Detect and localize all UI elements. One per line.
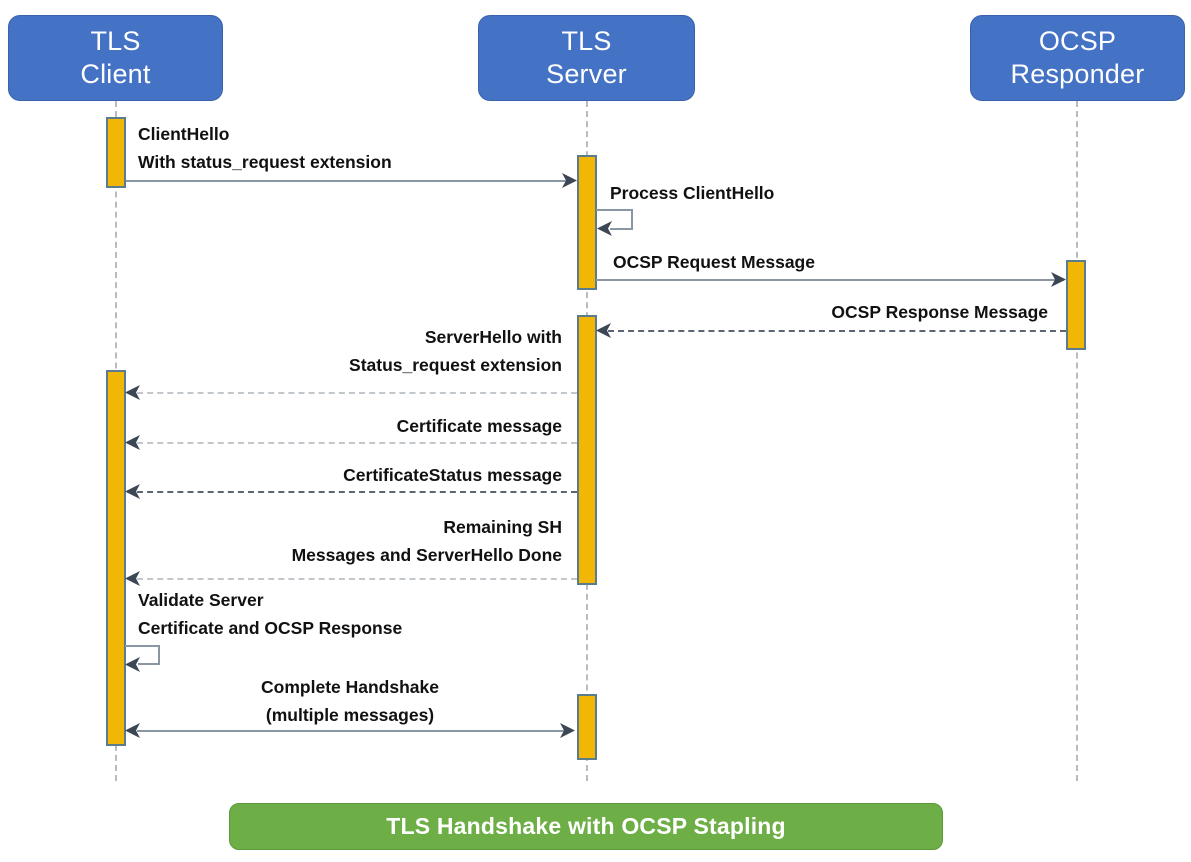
actor-box-server[interactable]: TLS Server <box>478 15 695 101</box>
activation-client-2 <box>106 370 126 746</box>
label-ocsp-request: OCSP Request Message <box>613 248 1033 276</box>
arrow-head-process-client-hello <box>597 220 613 237</box>
arrow-complete-handshake <box>137 730 565 732</box>
label-certificate-status-message: CertificateStatus message <box>150 461 562 489</box>
label-process-client-hello: Process ClientHello <box>610 179 940 207</box>
arrow-client-hello <box>126 180 574 182</box>
arrow-head-complete-handshake-right <box>560 722 576 739</box>
activation-client-1 <box>106 117 126 188</box>
arrow-head-server-hello <box>125 384 141 401</box>
label-certificate-status-message-line1: CertificateStatus message <box>343 465 562 485</box>
arrow-head-ocsp-request <box>1051 271 1067 288</box>
actor-client-line2: Client <box>80 59 151 89</box>
label-remaining-sh-messages-line1: Remaining SH <box>443 517 562 537</box>
label-validate-server-certificate-line2: Certificate and OCSP Response <box>138 618 403 639</box>
arrow-head-certificate-status-message <box>125 483 141 500</box>
label-certificate-message-line1: Certificate message <box>396 416 562 436</box>
actor-client-line1: TLS <box>90 26 141 57</box>
activation-server-2 <box>577 315 597 585</box>
lifeline-responder <box>1076 101 1078 781</box>
label-ocsp-response-line1: OCSP Response Message <box>831 302 1048 322</box>
actor-responder-line2: Responder <box>1010 59 1145 89</box>
label-ocsp-request-line1: OCSP Request Message <box>613 252 815 272</box>
activation-responder-1 <box>1066 260 1086 350</box>
actor-responder-line1: OCSP <box>1038 26 1117 57</box>
arrow-certificate-status-message <box>137 491 577 493</box>
label-certificate-message: Certificate message <box>150 412 562 440</box>
arrow-certificate-message <box>137 442 577 444</box>
actor-server-line1: TLS <box>561 26 612 57</box>
label-complete-handshake-line2: (multiple messages) <box>265 705 435 726</box>
diagram-title-banner: TLS Handshake with OCSP Stapling <box>229 803 943 850</box>
arrow-remaining-sh-messages <box>137 578 577 580</box>
label-server-hello-line2: Status_request extension <box>349 355 562 376</box>
diagram-title-text: TLS Handshake with OCSP Stapling <box>386 813 786 839</box>
arrow-head-validate-server-certificate <box>125 656 141 673</box>
label-client-hello-line1: ClientHello <box>138 124 230 144</box>
arrow-ocsp-request <box>596 279 1064 281</box>
arrow-head-remaining-sh-messages <box>125 570 141 587</box>
activation-server-3 <box>577 694 597 760</box>
arrow-ocsp-response <box>608 330 1066 332</box>
arrow-server-hello <box>137 392 577 394</box>
actor-server-line2: Server <box>546 59 627 89</box>
activation-server-1 <box>577 155 597 290</box>
label-client-hello-line2: With status_request extension <box>138 152 392 173</box>
selfloop-validate-server-certificate <box>125 644 171 672</box>
label-ocsp-response: OCSP Response Message <box>600 298 1048 326</box>
label-validate-server-certificate-line1: Validate Server <box>138 590 264 610</box>
actor-box-responder[interactable]: OCSP Responder <box>970 15 1185 101</box>
arrow-head-complete-handshake-left <box>125 722 141 739</box>
arrow-head-certificate-message <box>125 434 141 451</box>
arrow-head-ocsp-response <box>596 322 612 339</box>
selfloop-process-client-hello <box>596 208 642 236</box>
arrow-head-client-hello <box>562 172 578 189</box>
label-server-hello-line1: ServerHello with <box>424 327 562 347</box>
label-remaining-sh-messages: Remaining SH Messages and ServerHello Don… <box>150 513 562 570</box>
label-complete-handshake-line1: Complete Handshake <box>261 677 439 697</box>
actor-box-client[interactable]: TLS Client <box>8 15 223 101</box>
label-complete-handshake: Complete Handshake (multiple messages) <box>120 673 580 730</box>
label-process-client-hello-line1: Process ClientHello <box>610 183 775 203</box>
label-remaining-sh-messages-line2: Messages and ServerHello Done <box>291 545 562 566</box>
